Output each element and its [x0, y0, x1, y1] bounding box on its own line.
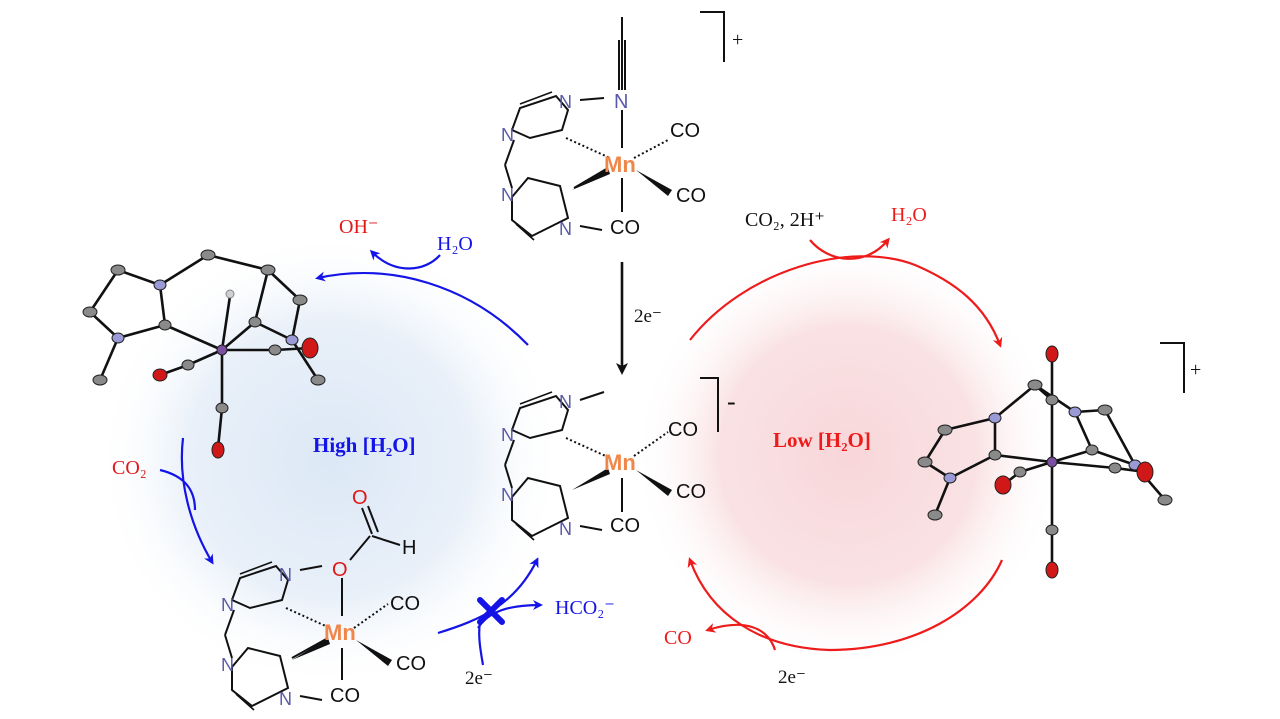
water-reagent-high: H₂O	[437, 233, 473, 255]
acetonitrile-complex	[504, 11, 725, 241]
top-mn: Mn	[604, 152, 636, 177]
acetonitrile-complex-wedges	[565, 137, 672, 196]
formate-co-3: CO	[330, 685, 360, 707]
low-water-glow	[633, 240, 1063, 670]
top-n-upper-1: N	[559, 92, 572, 112]
formate-n-upper-2: N	[221, 595, 234, 615]
co2-insertion-arrow	[180, 437, 214, 565]
high-water-label: High [H₂O]	[313, 433, 416, 457]
anionic-complex-wedges	[565, 431, 672, 496]
low-water-label: Low [H₂O]	[773, 428, 871, 452]
top-charge: +	[732, 29, 743, 51]
formate-h: H	[402, 537, 416, 559]
center-co-3: CO	[610, 515, 640, 537]
co2-entry-arrow	[159, 468, 197, 511]
reduction-label: 2e⁻	[634, 306, 662, 327]
co2-proton-entry-arrow	[809, 237, 890, 260]
formate-mn: Mn	[324, 620, 356, 645]
low-cycle-arc-lower	[687, 557, 1004, 652]
center-n-upper-2: N	[501, 425, 514, 445]
formate-product: HCO₂⁻	[555, 597, 615, 619]
electron-entry-arrow-high	[478, 621, 485, 666]
formate-complex	[224, 505, 401, 711]
top-co-3: CO	[610, 217, 640, 239]
co-product: CO	[664, 627, 692, 649]
electrons-high: 2e⁻	[465, 668, 493, 689]
top-n-upper-2: N	[501, 125, 514, 145]
water-product-low: H₂O	[891, 204, 927, 226]
formate-o-carbonyl: O	[352, 487, 368, 509]
low-cycle-arc-upper	[689, 255, 1003, 348]
center-charge: -	[727, 387, 736, 416]
top-n-lower-1: N	[501, 185, 514, 205]
center-co-1: CO	[668, 419, 698, 441]
co2-reagent-high: CO₂	[112, 457, 147, 479]
center-n-lower-1: N	[501, 485, 514, 505]
formate-n-upper-1: N	[279, 565, 292, 585]
center-n-lower-2: N	[559, 519, 572, 539]
co-release-arrow	[705, 623, 777, 651]
formate-co-2: CO	[396, 653, 426, 675]
top-co-1: CO	[670, 120, 700, 142]
high-cycle-arc-upper	[315, 271, 529, 346]
formate-n-lower-1: N	[221, 655, 234, 675]
center-co-2: CO	[676, 481, 706, 503]
top-n-nitrile: N	[614, 91, 628, 113]
hydroxide-release-arrow	[369, 249, 441, 270]
formate-n-lower-2: N	[279, 689, 292, 709]
formate-complex-wedges	[285, 603, 392, 666]
formate-o-bound: O	[332, 559, 348, 581]
cationic-crystal-structure	[917, 342, 1185, 579]
center-mn: Mn	[604, 450, 636, 475]
formate-co-1: CO	[390, 593, 420, 615]
low-cycle-arrows	[687, 237, 1004, 652]
hydroxide-label: OH⁻	[339, 216, 378, 238]
anionic-complex	[504, 377, 719, 541]
right-charge: +	[1190, 359, 1201, 381]
blocked-path-icon	[477, 597, 505, 625]
electrons-low: 2e⁻	[778, 667, 806, 688]
co2-proton-reagents: CO₂, 2H⁺	[745, 209, 825, 231]
top-co-2: CO	[676, 185, 706, 207]
top-n-lower-2: N	[559, 219, 572, 239]
hydride-crystal-structure	[82, 249, 326, 459]
center-n-upper-1: N	[559, 392, 572, 412]
